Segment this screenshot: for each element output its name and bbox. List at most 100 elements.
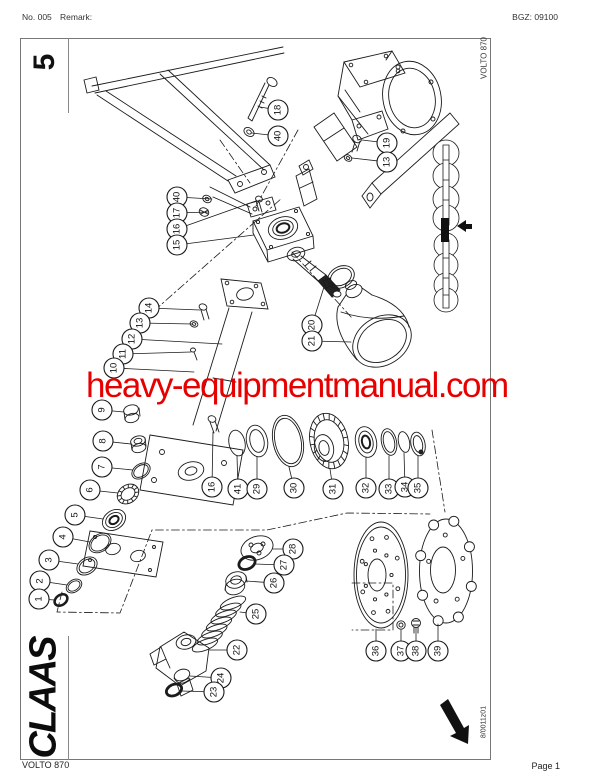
svg-text:11: 11: [118, 349, 129, 359]
svg-text:18: 18: [273, 105, 284, 116]
svg-text:6: 6: [85, 487, 96, 492]
part-balloon-23: 23: [203, 681, 225, 703]
part-balloon-18: 18: [267, 99, 289, 121]
part-balloon-3: 3: [38, 549, 60, 571]
svg-text:41: 41: [233, 484, 244, 495]
part-balloon-38: 38: [405, 640, 427, 662]
part-balloon-13: 13: [129, 312, 151, 334]
svg-text:30: 30: [289, 483, 300, 494]
corner-arrow-icon: [440, 699, 469, 744]
position-arrow-icon: [457, 220, 472, 232]
ring-row: [53, 462, 151, 607]
frame-assembly: [83, 46, 285, 218]
svg-text:5: 5: [70, 512, 81, 517]
svg-text:29: 29: [252, 484, 263, 495]
part-balloon-36: 36: [365, 640, 387, 662]
part-balloon-35: 35: [407, 477, 429, 499]
svg-text:39: 39: [433, 646, 444, 657]
svg-text:38: 38: [411, 646, 422, 657]
svg-text:28: 28: [288, 544, 299, 555]
svg-text:21: 21: [307, 336, 318, 347]
flange-plate: [220, 278, 269, 310]
svg-text:3: 3: [44, 557, 55, 562]
part-balloon-9: 9: [91, 399, 113, 421]
svg-text:37: 37: [396, 646, 407, 657]
footer-page: Page 1: [531, 761, 560, 771]
svg-text:35: 35: [413, 483, 424, 494]
part-balloon-33: 33: [378, 478, 400, 500]
part-balloon-1: 1: [28, 588, 50, 610]
svg-text:25: 25: [251, 609, 262, 620]
bolt-18: [243, 77, 278, 137]
tensioner-column: [149, 535, 274, 698]
svg-text:16: 16: [172, 224, 183, 235]
svg-text:26: 26: [269, 578, 280, 589]
bgz-code: BGZ: 09100: [512, 12, 558, 22]
part-balloon-2: 2: [29, 570, 51, 592]
part-balloon-32: 32: [355, 477, 377, 499]
part-balloon-22: 22: [226, 639, 248, 661]
svg-text:32: 32: [361, 483, 372, 494]
svg-text:9: 9: [97, 407, 108, 412]
svg-text:13: 13: [382, 157, 393, 168]
support-arm: [82, 303, 253, 578]
svg-text:34: 34: [400, 482, 411, 493]
part-balloon-31: 31: [322, 478, 344, 500]
disc-39: [415, 515, 477, 627]
washer-40-nut-17: [198, 194, 212, 217]
svg-text:19: 19: [382, 138, 393, 149]
part-balloon-6: 6: [79, 479, 101, 501]
spring-coils: [191, 595, 247, 653]
part-balloon-13: 13: [376, 151, 398, 173]
part-balloon-16: 16: [201, 476, 223, 498]
part-balloon-16: 16: [166, 218, 188, 240]
svg-text:8: 8: [98, 438, 109, 443]
part-balloon-27: 27: [273, 554, 295, 576]
svg-text:16: 16: [207, 482, 218, 493]
disc-36: [353, 521, 421, 634]
svg-text:33: 33: [384, 484, 395, 495]
construction-lines: [56, 129, 446, 631]
svg-text:10: 10: [109, 363, 120, 374]
svg-text:15: 15: [172, 240, 183, 251]
svg-text:4: 4: [58, 534, 69, 539]
drawing-border: [20, 38, 491, 760]
svg-text:13: 13: [135, 318, 146, 329]
part-balloon-19: 19: [376, 132, 398, 154]
part-balloon-8: 8: [92, 430, 114, 452]
part-balloon-40: 40: [267, 125, 289, 147]
svg-text:17: 17: [172, 208, 183, 219]
svg-text:7: 7: [97, 464, 108, 469]
part-balloon-15: 15: [166, 234, 188, 256]
svg-text:12: 12: [127, 334, 138, 345]
remark-label: Remark:: [60, 12, 93, 22]
chain-symbol: [432, 139, 472, 313]
part-balloon-21: 21: [301, 330, 323, 352]
part-balloon-39: 39: [427, 640, 449, 662]
section-box-divider-top: [68, 38, 69, 113]
disc-36-holes: [359, 535, 401, 615]
part-balloon-28: 28: [282, 538, 304, 560]
drive-tube: [295, 112, 460, 209]
svg-text:20: 20: [307, 320, 318, 331]
svg-text:40: 40: [273, 131, 284, 142]
coupling-teeth: [116, 483, 140, 505]
doc-number: No. 005: [22, 12, 52, 22]
svg-text:1: 1: [34, 596, 45, 601]
svg-text:2: 2: [35, 578, 46, 583]
bell-housing: [337, 50, 442, 141]
footer-model: VOLTO 870: [22, 760, 70, 770]
disc-39-scallops: [415, 515, 477, 627]
part-balloon-41: 41: [227, 478, 249, 500]
part-balloon-10: 10: [103, 357, 125, 379]
clamp-and-bell: [322, 265, 412, 368]
part-balloon-5: 5: [64, 504, 86, 526]
logo-box-divider: [68, 636, 69, 760]
part-balloon-4: 4: [52, 526, 74, 548]
svg-text:40: 40: [172, 192, 183, 203]
part-balloon-25: 25: [245, 603, 267, 625]
bolt-19-washer-13: [343, 134, 362, 162]
svg-text:22: 22: [232, 645, 243, 656]
